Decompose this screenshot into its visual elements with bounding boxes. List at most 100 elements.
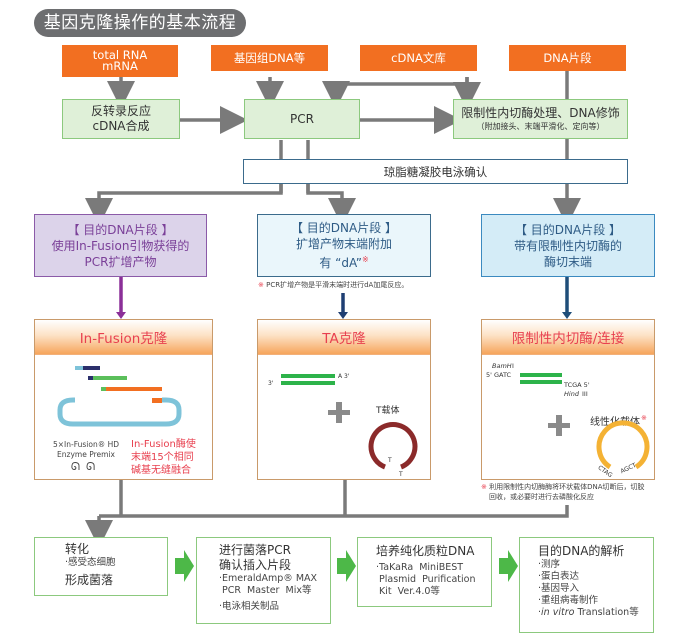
target-ta-line3: 有 “dA” bbox=[319, 256, 362, 270]
hind-num: III bbox=[582, 390, 588, 398]
step-transformation-title: 转化 bbox=[65, 542, 90, 556]
source-total-rna: total RNA mRNA bbox=[62, 45, 178, 77]
linear-vector-mark: ※ bbox=[641, 414, 647, 422]
fragment-3-orange bbox=[106, 387, 162, 391]
bamh-num: I bbox=[512, 362, 514, 370]
plus-vertical bbox=[336, 402, 342, 423]
arrow-to-ta-target bbox=[306, 183, 356, 226]
infusion-description: In-Fusion酶使 末端15个相同 碱基无缝融合 bbox=[131, 438, 211, 477]
infusion-desc-line2: 末端15个相同 bbox=[131, 452, 194, 463]
line-restriction-down bbox=[99, 505, 569, 518]
step-colony-pcr-item3: ·电泳相关制品 bbox=[219, 601, 280, 612]
insert-strand-bottom bbox=[520, 380, 562, 384]
step-plasmid-item2: Plasmid Purification bbox=[376, 574, 476, 585]
infusion-enzyme-label: 5×In-Fusion® HD Enzyme Premix ᘏᘏ bbox=[41, 440, 131, 472]
fragment-3-green bbox=[101, 387, 106, 391]
fragment-1-light bbox=[75, 366, 83, 370]
target-ta-mark: ※ bbox=[361, 255, 369, 264]
linear-vector-ring bbox=[596, 420, 650, 470]
step-analysis-item5-italic: in vitro bbox=[541, 607, 575, 618]
target-infusion-line1: 【 目的DNA片段 】 bbox=[67, 222, 174, 237]
infusion-desc-line1: In-Fusion酶使 bbox=[131, 439, 196, 450]
restriction-footnote: ※ 利用限制性内切酶酶将环状载体DNA切断后，切胶 回收，或必要时进行去磷酸化反… bbox=[481, 482, 676, 502]
agct-label: AGCT bbox=[620, 462, 638, 475]
ta-footnote-text: PCR扩增产物是平滑末端时进行dA加尾反应。 bbox=[266, 281, 409, 289]
green-arrow-3 bbox=[499, 550, 518, 582]
step-analysis-item4: ·重组病毒制作 bbox=[538, 595, 599, 606]
t-overhang-1: T bbox=[387, 457, 392, 464]
gel-electrophoresis-box: 琼脂糖凝胶电泳确认 bbox=[243, 159, 628, 184]
arrow-navy-res-head bbox=[562, 312, 572, 319]
restriction-footnote-mark: ※ bbox=[481, 483, 487, 491]
restriction-ligation-panel: 限制性内切酶/连接 BamH I 5' GATC TCGA 5' Hind II… bbox=[481, 319, 655, 480]
green-arrow-1 bbox=[175, 550, 194, 582]
restriction-process-box: 限制性内切酶处理、DNA修饰 （附加接头、末端平滑化、定向等） bbox=[453, 99, 628, 139]
target-ta-box: 【 目的DNA片段 】 扩增产物末端附加 有 “dA”※ bbox=[257, 214, 431, 277]
restriction-process-line2: （附加接头、末端平滑化、定向等） bbox=[476, 122, 605, 131]
infusion-cloning-title: In-Fusion克隆 bbox=[35, 320, 212, 355]
restriction-diagram: BamH I 5' GATC TCGA 5' Hind III 线性化载体 ※ … bbox=[486, 362, 650, 479]
target-ta-line1: 【 目的DNA片段 】 bbox=[290, 221, 398, 235]
hind-label: Hind bbox=[564, 390, 580, 398]
enzyme-icon: ᘏ bbox=[70, 460, 86, 473]
rt-line1: 反转录反应 bbox=[90, 104, 151, 118]
ta-cloning-panel: TA克隆 A 3' 3' T载体 T T bbox=[257, 319, 431, 480]
infusion-cloning-panel: In-Fusion克隆 5×In-Fusion® HD Enzyme Premi… bbox=[34, 319, 213, 480]
rt-reaction-box: 反转录反应 cDNA合成 bbox=[62, 99, 180, 139]
restriction-process-line1: 限制性内切酶处理、DNA修饰 bbox=[461, 106, 620, 120]
rt-line2: cDNA合成 bbox=[92, 119, 150, 133]
target-restriction-line2: 带有限制性内切酶的 bbox=[513, 238, 622, 253]
t-vector-label: T载体 bbox=[375, 404, 400, 416]
t-vector-ring bbox=[368, 422, 418, 470]
target-ta-line3-wrap: 有 “dA”※ bbox=[319, 252, 368, 271]
source-genomic-dna: 基因组DNA等 bbox=[211, 45, 328, 71]
step-colony-pcr-title-b: 确认插入片段 bbox=[219, 558, 292, 572]
target-restriction-line3: 酶切末端 bbox=[543, 254, 592, 269]
target-infusion-line3: PCR扩增产物 bbox=[84, 254, 157, 269]
insert-end-a: A 3' bbox=[338, 373, 350, 380]
step-analysis-item5-rest: Translation等 bbox=[574, 607, 639, 618]
source-cdna-library: cDNA文库 bbox=[360, 45, 477, 71]
ta-cloning-title: TA克隆 bbox=[258, 320, 430, 355]
source-total-rna-line2: mRNA bbox=[102, 59, 138, 73]
target-ta-line2: 扩增产物末端附加 bbox=[295, 237, 392, 251]
step-colony-pcr-title: 进行菌落PCR bbox=[219, 543, 291, 557]
vector-orange-end bbox=[152, 398, 162, 403]
restriction-ligation-title: 限制性内切酶/连接 bbox=[482, 320, 654, 355]
bamh-label: BamH bbox=[492, 362, 512, 370]
fragment-2-green bbox=[93, 376, 127, 380]
restriction-footnote-line1: 利用限制性内切酶酶将环状载体DNA切断后，切胶 bbox=[489, 483, 645, 491]
t-overhang-2: T bbox=[398, 471, 403, 478]
arrow-to-infusion-target bbox=[85, 183, 283, 226]
ta-footnote-mark: ※ bbox=[258, 281, 264, 289]
ta-footnote: ※ PCR扩增产物是平滑末端时进行dA加尾反应。 bbox=[258, 280, 468, 290]
insert-strand-top bbox=[281, 374, 335, 378]
step-analysis-item3: ·基因导入 bbox=[538, 583, 580, 594]
arrow-navy-ta-head bbox=[338, 312, 348, 319]
fragment-1-dark bbox=[83, 366, 100, 370]
insert-end-3: 3' bbox=[268, 380, 274, 387]
infusion-enzyme-line1: 5×In-Fusion® HD bbox=[52, 440, 120, 449]
ctag-label: CTAG bbox=[596, 464, 613, 479]
target-infusion-box: 【 目的DNA片段 】 使用In-Fusion引物获得的 PCR扩增产物 bbox=[34, 214, 207, 277]
arrow-cdna-to-pcr bbox=[322, 77, 469, 109]
infusion-diagram bbox=[57, 366, 182, 427]
infusion-enzyme-line2: Enzyme Premix bbox=[57, 450, 115, 459]
step-dna-analysis: 目的DNA的解析 ·测序 ·蛋白表达 ·基因导入 ·重组病毒制作 ·in vit… bbox=[519, 537, 654, 633]
step-plasmid-purification: 培养纯化质粒DNA ·TaKaRa MiniBEST Plasmid Purif… bbox=[357, 537, 492, 607]
plus-vertical bbox=[556, 415, 562, 436]
page-title: 基因克隆操作的基本流程 bbox=[34, 9, 246, 37]
step-transformation-item: ·感受态细胞 bbox=[65, 557, 116, 568]
step-analysis-title: 目的DNA的解析 bbox=[538, 544, 625, 558]
step-colony-pcr-item1: ·EmeraldAmp® MAX bbox=[219, 573, 318, 584]
ta-diagram: A 3' 3' T载体 T T bbox=[268, 373, 418, 478]
enzyme-icon: ᘏ bbox=[86, 460, 102, 473]
tcga-label: TCGA 5' bbox=[563, 381, 590, 389]
step-analysis-item1: ·测序 bbox=[538, 559, 561, 570]
insert-strand-bottom bbox=[281, 381, 335, 385]
target-infusion-line2: 使用In-Fusion引物获得的 bbox=[51, 238, 190, 253]
target-restriction-line1: 【 目的DNA片段 】 bbox=[514, 222, 622, 237]
pcr-box: PCR bbox=[244, 99, 360, 139]
step-plasmid-item3: Kit Ver.4.0等 bbox=[376, 586, 440, 597]
